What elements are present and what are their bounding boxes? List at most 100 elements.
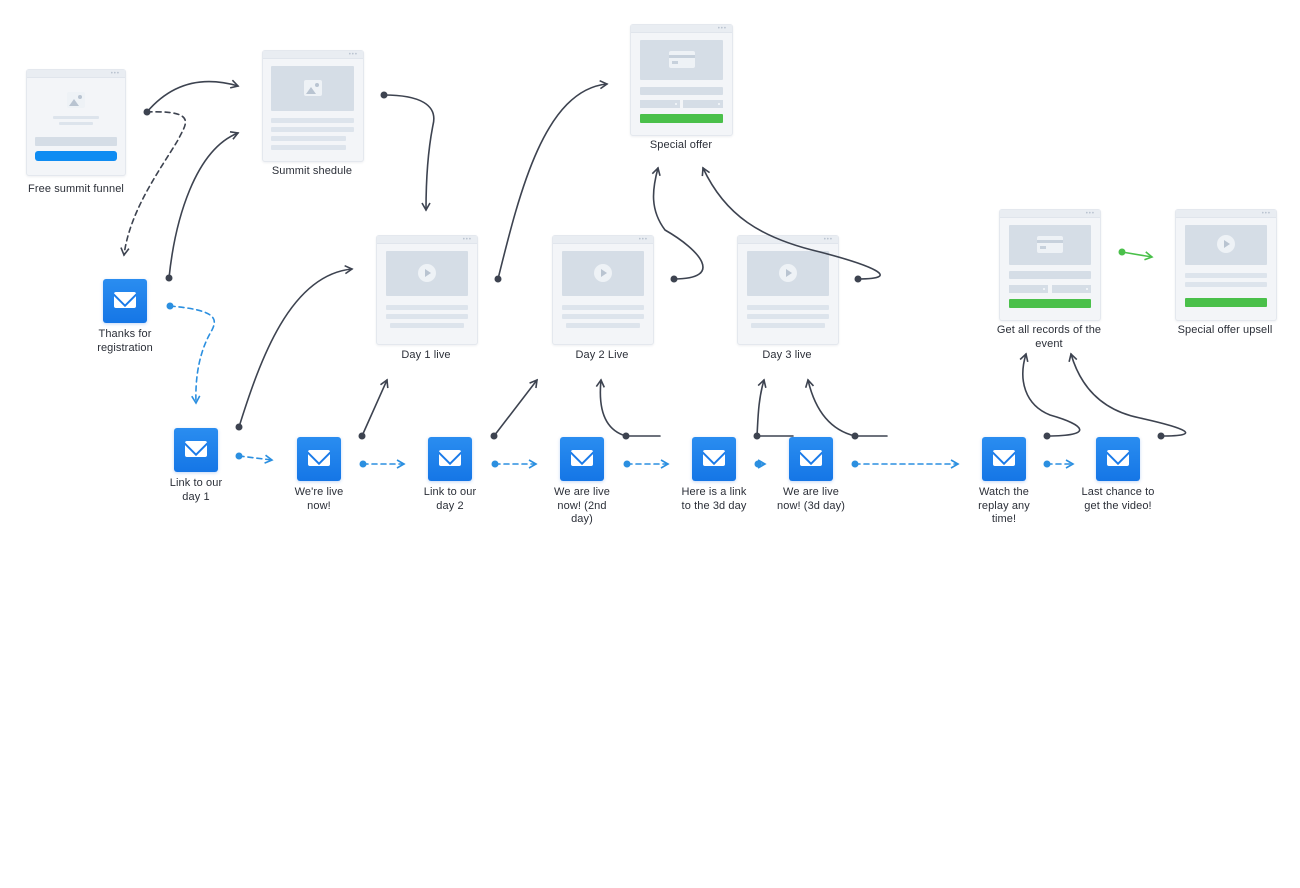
cta-button [35,151,117,161]
connector-dot [494,275,502,283]
page-thumbnail: ••• [999,209,1101,321]
cta-button [1009,299,1091,308]
connector-dot [1043,432,1051,440]
page-day2-live[interactable]: ••• [552,235,654,345]
connector-dot [1118,248,1126,256]
envelope-icon [1107,450,1129,466]
page-summit-schedule[interactable]: ••• [262,50,364,162]
play-icon [779,264,797,282]
credit-card-icon [669,51,695,68]
page-thumbnail: ••• [630,24,733,136]
connector [1068,352,1187,437]
connector-dot [235,423,243,431]
envelope-icon [993,450,1015,466]
window-dots-icon: ••• [1085,211,1095,217]
connector [168,131,240,279]
page-thumbnail: ••• [737,235,839,345]
email-label: Link to our day 2 [423,486,477,512]
connector [600,380,661,437]
page-label: Day 1 live [401,349,451,361]
image-icon [304,80,322,96]
connector-dot [359,460,367,468]
cta-button [1185,298,1267,307]
page-special-offer[interactable]: ••• [630,24,733,136]
email-live-2nd-day[interactable] [560,437,604,481]
page-get-all-records[interactable]: ••• [999,209,1101,321]
page-label: Day 2 Live [575,349,629,361]
envelope-icon [308,450,330,466]
page-thumbnail: ••• [376,235,478,345]
email-link-3d-day[interactable] [692,437,736,481]
connector-dot [753,432,761,440]
email-label: We are live now! (3d day) [777,486,845,512]
email-thanks-registration[interactable] [103,279,147,323]
email-link-day1[interactable] [174,428,218,472]
page-label: Special offer [649,139,713,151]
page-day3-live[interactable]: ••• [737,235,839,345]
page-special-offer-upsell[interactable]: ••• [1175,209,1277,321]
connector-dot [754,460,762,468]
connector [493,378,538,437]
page-day1-live[interactable]: ••• [376,235,478,345]
connector [361,378,389,437]
email-label: Here is a link to the 3d day [681,486,747,512]
window-dots-icon: ••• [110,71,120,77]
connector-dot [235,452,243,460]
connector-dot [622,432,630,440]
page-thumbnail: ••• [262,50,364,162]
window-dots-icon: ••• [1261,211,1271,217]
page-free-summit-funnel[interactable]: ••• [26,69,126,176]
connector [757,380,794,437]
email-link-day2[interactable] [428,437,472,481]
page-label: Free summit funnel [28,183,124,195]
connector-dot [851,460,859,468]
connector-dot [166,302,174,310]
email-flow-connector [238,454,274,464]
envelope-icon [185,441,207,457]
email-watch-replay[interactable] [982,437,1026,481]
connector-dot [143,108,151,116]
connector-dot [623,460,631,468]
page-label: Get all records of the event [996,324,1102,350]
play-icon [594,264,612,282]
email-label: We're live now! [294,486,344,512]
upsell-connector [1121,251,1154,261]
connector [651,166,704,280]
window-dots-icon: ••• [462,237,472,243]
email-label: Last chance to get the video! [1081,486,1155,512]
connector-dot [851,432,859,440]
email-label: Watch the replay any time! [978,486,1030,525]
page-thumbnail: ••• [552,235,654,345]
envelope-icon [703,450,725,466]
email-last-chance[interactable] [1096,437,1140,481]
email-flow-connector [169,305,216,405]
envelope-icon [439,450,461,466]
envelope-icon [114,292,136,308]
email-we-are-live[interactable] [297,437,341,481]
connector [1019,352,1081,437]
image-icon [67,92,85,108]
page-thumbnail: ••• [26,69,126,176]
connector-dot [165,274,173,282]
email-label: Link to our day 1 [169,477,223,503]
page-label: Summit shedule [271,165,353,177]
connector-dot [670,275,678,283]
window-dots-icon: ••• [823,237,833,243]
credit-card-icon [1037,236,1063,253]
play-icon [1217,235,1235,253]
connector-dot [358,432,366,440]
cta-button [640,114,723,123]
connector-dot [490,432,498,440]
connector [146,79,240,113]
page-label: Day 3 live [762,349,812,361]
connector [808,380,888,437]
page-thumbnail: ••• [1175,209,1277,321]
email-label: Thanks for registration [97,328,153,354]
connector [238,264,354,428]
window-dots-icon: ••• [638,237,648,243]
play-icon [418,264,436,282]
envelope-icon [571,450,593,466]
email-live-3d-day[interactable] [789,437,833,481]
connector-dot [1043,460,1051,468]
